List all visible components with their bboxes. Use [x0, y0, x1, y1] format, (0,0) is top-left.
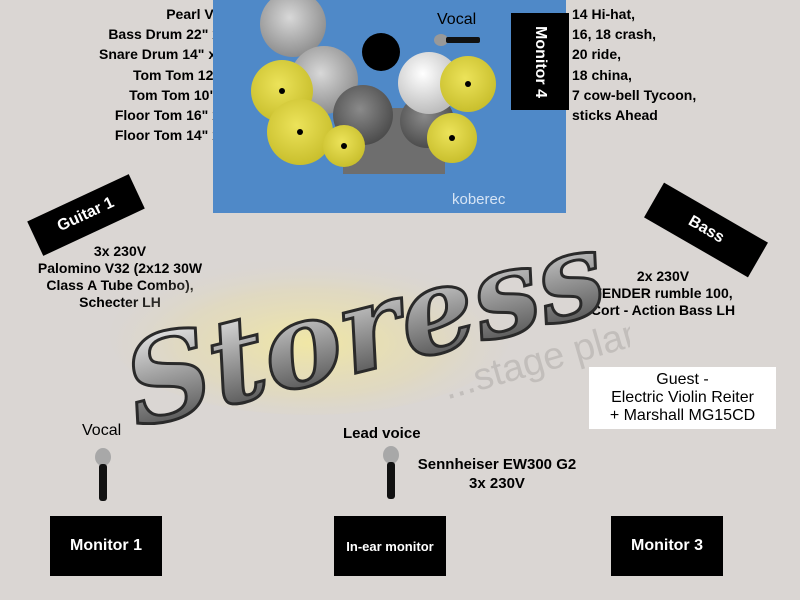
microphone-icon — [434, 34, 480, 46]
cymbal-item: 20 ride, — [572, 46, 622, 63]
riser-brand-label: koberec — [452, 191, 506, 208]
bass-line: Cort - Action Bass LH — [590, 302, 736, 318]
monitor-4-label: Monitor 4 — [532, 25, 549, 98]
cymbal-list: 14 Hi-hat, 16, 18 crash, 20 ride, 18 chi… — [572, 4, 792, 125]
guest-box: Guest - Electric Violin Reiter + Marshal… — [589, 367, 776, 429]
guest-line: Guest - — [656, 371, 709, 388]
cymbal-item: 14 Hi-hat, — [572, 6, 636, 22]
microphone-icon — [383, 446, 399, 499]
monitor-3-label: Monitor 3 — [631, 537, 703, 554]
bass-details: 2x 230V FENDER rumble 100, Cort - Action… — [572, 268, 754, 319]
band-logo-text: Storess — [110, 215, 618, 425]
bass-line: FENDER rumble 100, — [593, 285, 733, 301]
monitor-1-label: Monitor 1 — [70, 537, 142, 554]
in-ear-monitor-label: In-ear monitor — [346, 538, 434, 554]
drum-item: Snare Drum 14" x 5.5", — [98, 46, 250, 63]
lead-voice-label: Lead voice — [343, 425, 421, 442]
guest-line: + Marshall MG15CD — [609, 407, 756, 424]
bass-line: 2x 230V — [636, 268, 690, 284]
lead-voice-line: 3x 230V — [469, 475, 525, 492]
bass-label: Bass — [685, 212, 728, 247]
cymbal-item: 18 china, — [572, 66, 632, 83]
guitar-line: 3x 230V — [93, 243, 147, 259]
drum-kit-drawing — [251, 0, 496, 174]
guest-line: Electric Violin Reiter — [611, 389, 754, 406]
lead-voice-details: Sennheiser EW300 G2 3x 230V — [402, 455, 592, 493]
drum-riser: Vocal koberec — [213, 0, 566, 213]
microphone-icon — [95, 448, 111, 501]
guitar-line: Palomino V32 (2x12 30W — [37, 260, 203, 276]
bass-amp: Bass — [644, 182, 768, 278]
cymbal-item: 16, 18 crash, — [572, 26, 657, 43]
monitor-4: Monitor 4 — [511, 13, 569, 110]
monitor-3: Monitor 3 — [611, 516, 723, 576]
guitar-label: Guitar 1 — [54, 194, 117, 236]
cymbal-item: sticks Ahead — [572, 107, 658, 124]
vocal-left-label: Vocal — [82, 422, 122, 439]
cymbal-item: 7 cow-bell Tycoon, — [572, 86, 697, 103]
lead-voice-line: Sennheiser EW300 G2 — [417, 456, 577, 473]
in-ear-monitor: In-ear monitor — [334, 516, 446, 576]
crash-cymbal — [260, 0, 326, 57]
cowbell — [362, 33, 400, 71]
monitor-1: Monitor 1 — [50, 516, 162, 576]
drum-vocal-label: Vocal — [437, 11, 477, 28]
band-logo: Storess ...stage plan — [110, 215, 630, 425]
